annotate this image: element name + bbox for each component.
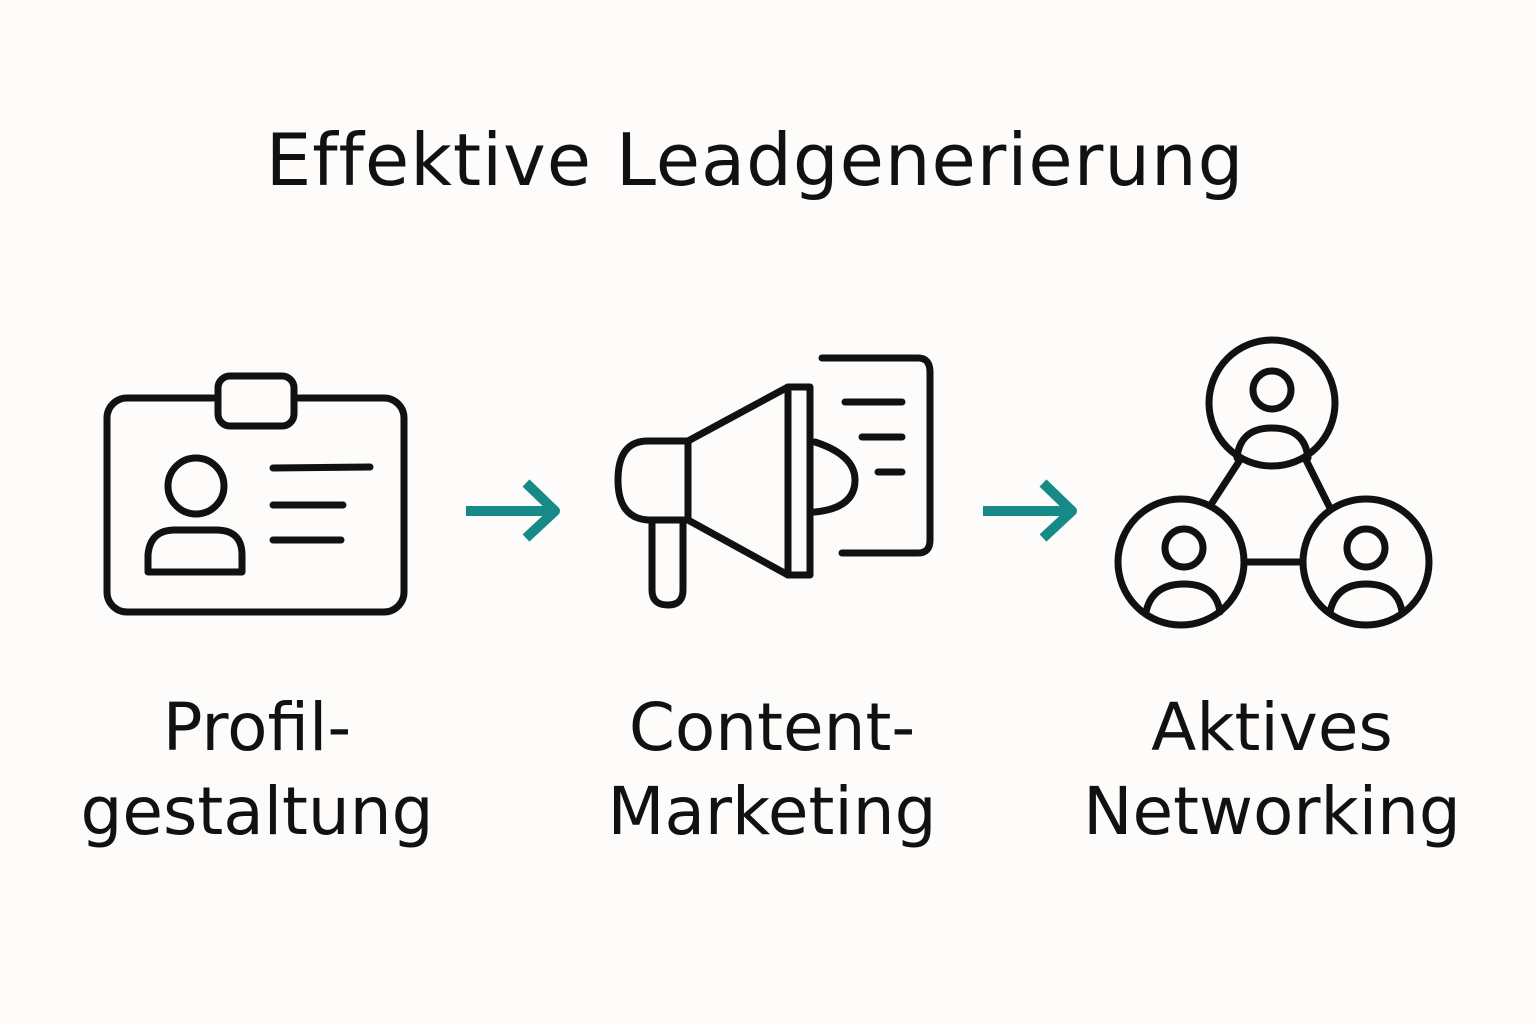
step-label-profilgestaltung: Profil- gestaltung: [17, 686, 497, 854]
id-card-icon: [103, 372, 408, 616]
arrow-right-icon: [983, 479, 1077, 542]
arrow-right-icon: [466, 479, 560, 542]
step-label-aktives-networking: Aktives Networking: [1032, 686, 1512, 854]
step-label-line: Networking: [1083, 773, 1461, 850]
diagram-title: Effektive Leadgenerierung: [265, 118, 1245, 202]
step-label-content-marketing: Content- Marketing: [532, 686, 1012, 854]
step-label-line: Marketing: [607, 773, 937, 850]
step-label-line: Aktives: [1151, 689, 1393, 766]
megaphone-document-icon: [614, 354, 934, 609]
network-people-icon: [1114, 336, 1433, 629]
step-label-line: Content-: [628, 689, 916, 766]
step-label-line: Profil-: [162, 689, 352, 766]
step-label-line: gestaltung: [80, 773, 434, 850]
